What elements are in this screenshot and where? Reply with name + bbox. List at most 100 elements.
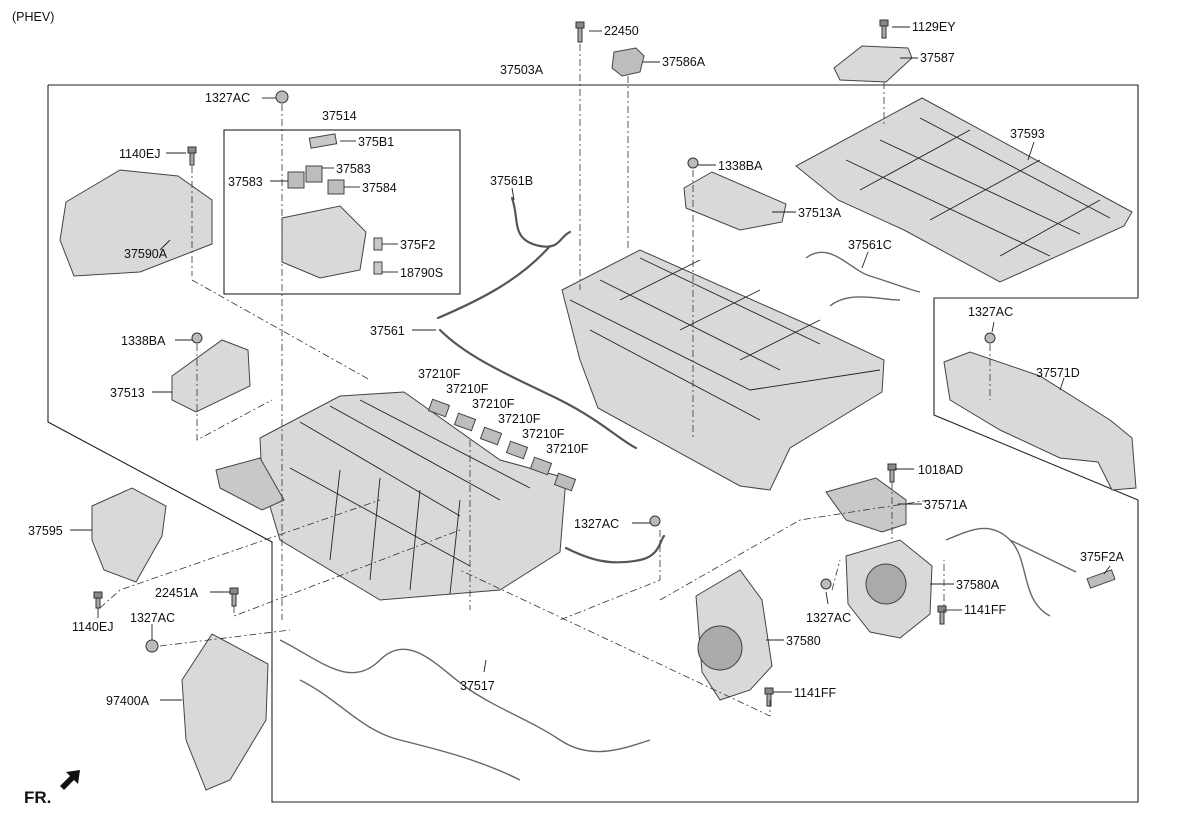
nut-1327AC-top xyxy=(275,90,289,104)
callout-37583-right: 37583 xyxy=(336,162,371,176)
callout-37513: 37513 xyxy=(110,386,145,400)
callout-37590A: 37590A xyxy=(124,247,168,261)
callout-37210F-2: 37210F xyxy=(446,382,489,396)
connector-37586A xyxy=(611,47,645,77)
callout-1327AC-right: 1327AC xyxy=(968,305,1013,319)
nut-1338BA-left xyxy=(191,332,203,344)
fuse-375F2A xyxy=(1086,569,1116,589)
callout-18790S: 18790S xyxy=(400,266,443,280)
battery-pack-segments xyxy=(289,399,531,595)
callout-37517: 37517 xyxy=(460,679,495,693)
fuse-18790S xyxy=(373,261,383,275)
callout-37584: 37584 xyxy=(362,181,397,195)
bracket-37587 xyxy=(833,45,913,83)
callout-37583-left: 37583 xyxy=(228,175,263,189)
relay-box-37514 xyxy=(281,205,367,279)
duct-37571A xyxy=(825,477,907,533)
alignment-lines xyxy=(99,44,991,717)
cover-plate-37593 xyxy=(795,97,1133,283)
callout-1140EJ-bottom: 1140EJ xyxy=(72,620,113,634)
relay-37583-b xyxy=(305,165,323,183)
battery-tray-upper xyxy=(561,249,885,491)
nut-1327AC-left xyxy=(145,639,159,653)
bolt-1141FF-bottom xyxy=(764,687,774,707)
callout-37210F-4: 37210F xyxy=(498,412,541,426)
harness-37561C xyxy=(805,251,921,307)
nut-1327AC-lower xyxy=(820,578,832,590)
harness-37561B xyxy=(510,196,572,248)
module-37210F-3 xyxy=(479,426,503,446)
callout-37580: 37580 xyxy=(786,634,821,648)
callout-1338BA-left: 1338BA xyxy=(121,334,166,348)
relay-box-subframe xyxy=(223,129,461,295)
front-direction-indicator: FR. xyxy=(24,770,80,807)
callout-1327AC-lower: 1327AC xyxy=(806,611,851,625)
callout-22451A: 22451A xyxy=(155,586,199,600)
bolt-1140EJ-top xyxy=(187,146,197,166)
variant-label: (PHEV) xyxy=(12,10,54,24)
bms-module-37513 xyxy=(171,339,251,413)
relay-37583-a xyxy=(287,171,305,189)
callout-37561B: 37561B xyxy=(490,174,533,188)
front-direction-label: FR. xyxy=(24,788,51,807)
battery-tray-base xyxy=(215,457,285,511)
callout-labels: 37503A 22450 37586A 1129EY 37587 1327AC … xyxy=(28,20,1124,708)
callout-22450: 22450 xyxy=(604,24,639,38)
module-37210F-4 xyxy=(505,440,529,460)
callout-37514: 37514 xyxy=(322,109,357,123)
bolt-1129EY xyxy=(879,19,889,39)
leader-lines xyxy=(70,26,1111,701)
callout-37210F-6: 37210F xyxy=(546,442,589,456)
callout-1327AC-top: 1327AC xyxy=(205,91,250,105)
fan-37580A-rotor xyxy=(865,563,907,605)
callout-97400A: 97400A xyxy=(106,694,150,708)
callout-1140EJ-top: 1140EJ xyxy=(119,147,160,161)
callout-37561: 37561 xyxy=(370,324,405,338)
callout-37595: 37595 xyxy=(28,524,63,538)
harness-37517 xyxy=(279,639,651,781)
callout-1129EY: 1129EY xyxy=(912,20,956,34)
hv-cable xyxy=(564,534,666,564)
callout-1338BA-top: 1338BA xyxy=(718,159,763,173)
callout-375B1: 375B1 xyxy=(358,135,394,149)
callout-37571D: 37571D xyxy=(1036,366,1080,380)
callout-37580A: 37580A xyxy=(956,578,1000,592)
assembly-frame xyxy=(47,84,1139,803)
callout-37571A: 37571A xyxy=(924,498,968,512)
module-37210F-2 xyxy=(453,412,477,432)
nut-1327AC-right xyxy=(984,332,996,344)
bms-module-37513A xyxy=(683,171,787,231)
relay-37584 xyxy=(327,179,345,195)
callout-37561C: 37561C xyxy=(848,238,892,252)
callout-1141FF-bottom: 1141FF xyxy=(794,686,837,700)
cover-plate-ribs xyxy=(845,117,1111,257)
fan-37580-rotor xyxy=(697,625,743,671)
module-37210F-5 xyxy=(529,456,553,476)
bolt-1141FF-right xyxy=(937,605,947,625)
module-37210F-6 xyxy=(553,472,577,492)
module-37210F-1 xyxy=(427,398,451,418)
nut-1338BA-top xyxy=(687,157,699,169)
relay-375B1 xyxy=(308,133,338,149)
callout-1327AC-mid: 1327AC xyxy=(574,517,619,531)
nut-1327AC-mid xyxy=(649,515,661,527)
bracket-97400A xyxy=(181,633,269,791)
bolt-1018AD xyxy=(887,463,897,483)
cable-375F2A xyxy=(945,527,1077,617)
callout-1327AC-left: 1327AC xyxy=(130,611,175,625)
callout-37210F-3: 37210F xyxy=(472,397,515,411)
callout-37587: 37587 xyxy=(920,51,955,65)
cover-subframe xyxy=(933,297,1139,501)
callout-37593: 37593 xyxy=(1010,127,1045,141)
heat-shield-37590A xyxy=(59,169,213,277)
callout-37586A: 37586A xyxy=(662,55,706,69)
bolt-22450 xyxy=(575,21,585,43)
callout-37210F-5: 37210F xyxy=(522,427,565,441)
fuse-375F2 xyxy=(373,237,383,251)
shield-37595 xyxy=(91,487,167,583)
callout-37503A: 37503A xyxy=(500,63,544,77)
callout-1141FF-right: 1141FF xyxy=(964,603,1007,617)
bolt-22451A xyxy=(229,587,239,607)
harness-37561 xyxy=(436,244,638,450)
